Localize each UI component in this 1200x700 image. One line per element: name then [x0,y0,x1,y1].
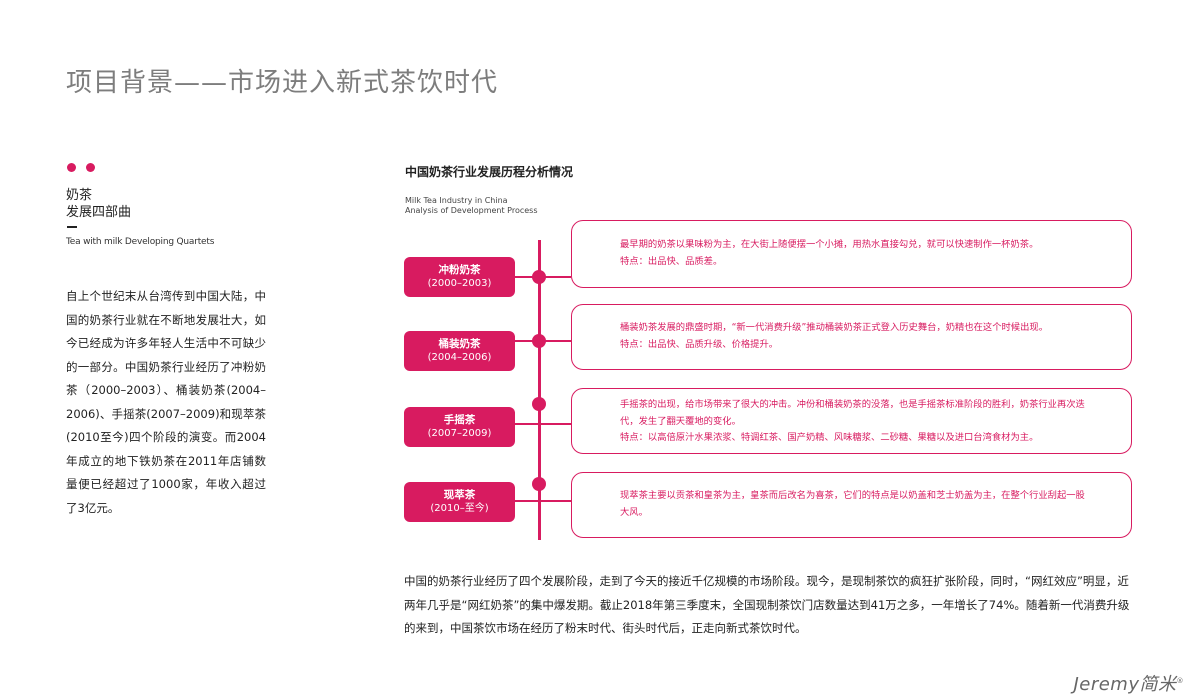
stage-desc-text: 现萃茶主要以贡茶和皇茶为主，皇茶而后改名为喜茶，它们的特点是以奶盖和芝士奶盖为主… [620,490,1085,518]
stage-desc-box-1 [571,220,1132,288]
timeline-subtitle-line1: Milk Tea Industry in China [405,196,508,205]
timeline-axis [538,240,541,540]
stage-desc-1: 最早期的奶茶以果味粉为主，在大街上随便摆一个小摊，用热水直接勾兑，就可以快速制作… [620,237,1090,270]
stage-label-3: 手摇茶 (2007–2009) [404,407,515,447]
timeline-subtitle-line2: Analysis of Development Process [405,206,538,215]
stage-label-1: 冲粉奶茶 (2000–2003) [404,257,515,297]
stage-desc-3: 手摇茶的出现，给市场带来了很大的冲击。冲份和桶装奶茶的没落，也是手摇茶标准阶段的… [620,397,1090,447]
stage-name: 桶装奶茶 [438,338,481,350]
stage-label-2: 桶装奶茶 (2004–2006) [404,331,515,371]
stage-desc-feature: 特点：出品快、品质差。 [620,255,723,267]
stage-period: (2004–2006) [427,352,492,363]
stage-connector [515,500,571,502]
brand-cn: 简米 [1139,674,1177,695]
stage-desc-box-2 [571,304,1132,370]
timeline-node [532,270,546,284]
stage-name: 现萃茶 [443,489,476,501]
timeline-title: 中国奶茶行业发展历程分析情况 [405,165,574,179]
brand-logo: Jeremy简米® [1073,670,1184,696]
page-title: 项目背景——市场进入新式茶饮时代 [66,68,499,98]
timeline-node [532,477,546,491]
stage-desc-4: 现萃茶主要以贡茶和皇茶为主，皇茶而后改名为喜茶，它们的特点是以奶盖和芝士奶盖为主… [620,488,1090,521]
stage-desc-text: 桶装奶茶发展的鼎盛时期，“新一代消费升级”推动桶装奶茶正式登入历史舞台，奶精也在… [620,322,1048,333]
stage-connector [515,423,571,425]
timeline-node [532,397,546,411]
sidebar-heading-line1: 奶茶 [66,188,93,203]
sidebar-subtitle-en: Tea with milk Developing Quartets [66,237,215,247]
sidebar-body-text: 自上个世纪末从台湾传到中国大陆，中国的奶茶行业就在不断地发展壮大，如今已经成为许… [66,289,266,515]
decorative-dot [67,163,76,172]
brand-name: Jeremy [1073,674,1140,695]
stage-name: 手摇茶 [443,414,476,426]
stage-desc-text: 最早期的奶茶以果味粉为主，在大街上随便摆一个小摊，用热水直接勾兑，就可以快速制作… [620,239,1039,250]
stage-label-4: 现萃茶 (2010–至今) [404,482,515,522]
stage-desc-box-3 [571,388,1132,454]
stage-name: 冲粉奶茶 [438,264,481,276]
stage-desc-feature: 特点：出品快、品质升级、价格提升。 [620,338,779,350]
registered-mark: ® [1176,677,1184,685]
timeline-subtitle-en: Milk Tea Industry in China Analysis of D… [405,196,605,216]
sidebar-heading: 奶茶 发展四部曲 [66,187,131,221]
sidebar-heading-line2: 发展四部曲 [66,205,132,220]
summary-paragraph: 中国的奶茶行业经历了四个发展阶段，走到了今天的接近千亿规模的市场阶段。现今，是现… [404,574,1130,635]
stage-period: (2007–2009) [427,428,492,439]
heading-divider [67,226,77,228]
stage-desc-2: 桶装奶茶发展的鼎盛时期，“新一代消费升级”推动桶装奶茶正式登入历史舞台，奶精也在… [620,320,1090,353]
stage-desc-box-4 [571,472,1132,538]
stage-desc-feature: 特点：以高倍原汁水果浓浆、特调红茶、国产奶精、风味糖浆、二砂糖、果糖以及进口台湾… [620,432,1039,443]
stage-desc-text: 手摇茶的出现，给市场带来了很大的冲击。冲份和桶装奶茶的没落，也是手摇茶标准阶段的… [620,399,1085,427]
stage-period: (2000–2003) [427,278,492,289]
decorative-dot [86,163,95,172]
stage-period: (2010–至今) [430,503,489,514]
timeline-node [532,334,546,348]
